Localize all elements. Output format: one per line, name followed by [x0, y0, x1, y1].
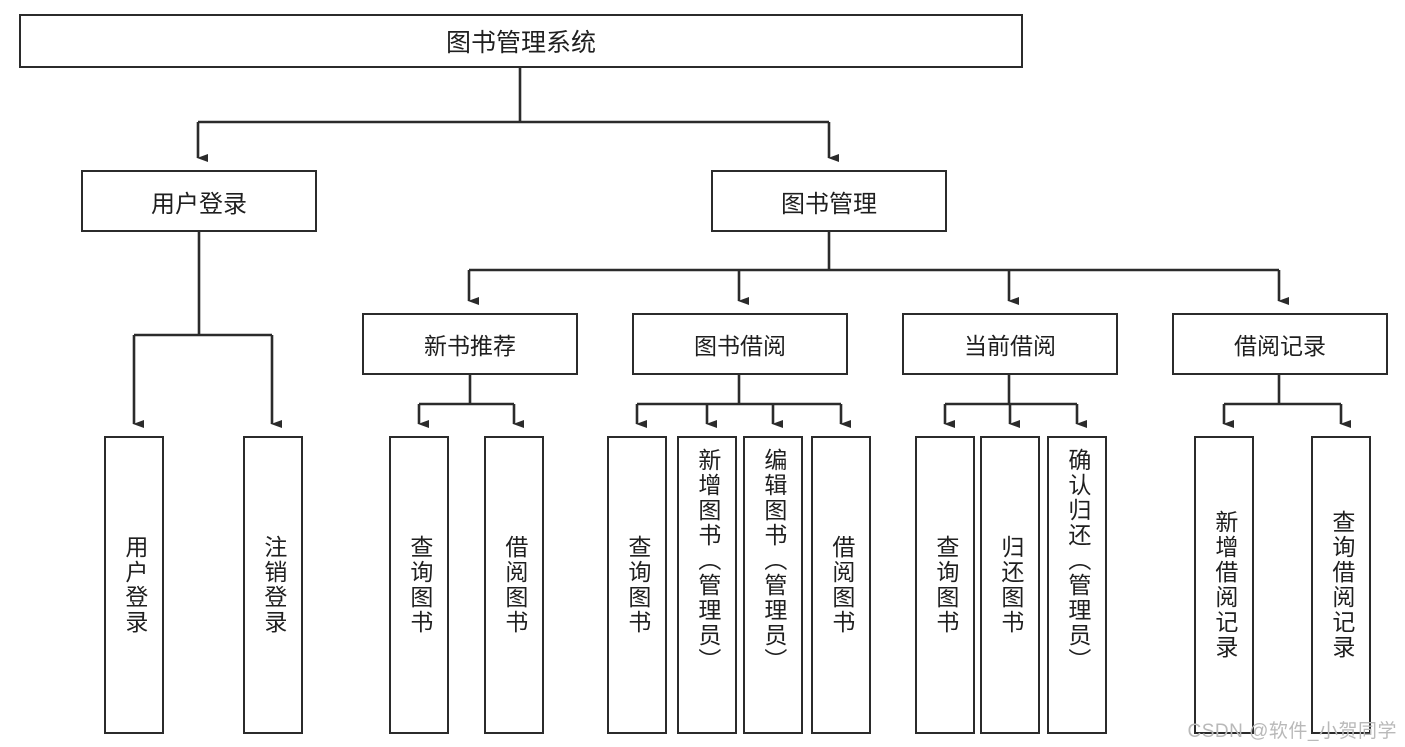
leaf-book-borrow-borrow-book[interactable]: 借阅图书: [811, 436, 871, 734]
leaf-label: 编辑图书（管理员）: [760, 448, 787, 673]
node-label: 新书推荐: [424, 333, 516, 359]
node-label: 图书管理: [781, 190, 877, 218]
leaf-new-book-borrow-book[interactable]: 借阅图书: [484, 436, 544, 734]
watermark-text: CSDN @软件_小贺同学: [1187, 721, 1397, 742]
leaf-label: 借阅图书: [501, 535, 528, 635]
node-label: 当前借阅: [964, 333, 1056, 359]
node-label: 图书管理系统: [445, 29, 596, 57]
leaf-current-borrow-confirm-return-admin[interactable]: 确认归还（管理员）: [1047, 436, 1107, 734]
node-borrow-record[interactable]: 借阅记录: [1172, 313, 1388, 375]
leaf-label: 新增借阅记录: [1211, 510, 1238, 660]
leaf-label: 确认归还（管理员）: [1064, 448, 1091, 673]
node-root-book-management-system[interactable]: 图书管理系统: [19, 14, 1023, 68]
leaf-current-borrow-return-book[interactable]: 归还图书: [980, 436, 1040, 734]
leaf-book-borrow-add-book-admin[interactable]: 新增图书（管理员）: [677, 436, 737, 734]
leaf-book-borrow-edit-book-admin[interactable]: 编辑图书（管理员）: [743, 436, 803, 734]
leaf-book-borrow-query-book[interactable]: 查询图书: [607, 436, 667, 734]
node-book-management[interactable]: 图书管理: [711, 170, 947, 232]
node-current-borrow[interactable]: 当前借阅: [902, 313, 1118, 375]
leaf-label: 注销登录: [260, 535, 287, 635]
leaf-borrow-record-add-record[interactable]: 新增借阅记录: [1194, 436, 1254, 734]
leaf-user-login-logout[interactable]: 注销登录: [243, 436, 303, 734]
leaf-borrow-record-query-record[interactable]: 查询借阅记录: [1311, 436, 1371, 734]
leaf-user-login-login[interactable]: 用户登录: [104, 436, 164, 734]
leaf-label: 查询图书: [406, 535, 433, 635]
leaf-label: 查询图书: [932, 535, 959, 635]
node-label: 借阅记录: [1234, 333, 1326, 359]
node-label: 图书借阅: [694, 333, 786, 359]
leaf-label: 用户登录: [121, 535, 148, 635]
leaf-current-borrow-query-book[interactable]: 查询图书: [915, 436, 975, 734]
node-new-book-recommend[interactable]: 新书推荐: [362, 313, 578, 375]
leaf-label: 归还图书: [997, 535, 1024, 635]
leaf-label: 新增图书（管理员）: [694, 448, 721, 673]
leaf-new-book-query-book[interactable]: 查询图书: [389, 436, 449, 734]
leaf-label: 借阅图书: [828, 535, 855, 635]
leaf-label: 查询图书: [624, 535, 651, 635]
node-label: 用户登录: [151, 190, 247, 218]
leaf-label: 查询借阅记录: [1328, 510, 1355, 660]
node-user-login[interactable]: 用户登录: [81, 170, 317, 232]
node-book-borrow[interactable]: 图书借阅: [632, 313, 848, 375]
